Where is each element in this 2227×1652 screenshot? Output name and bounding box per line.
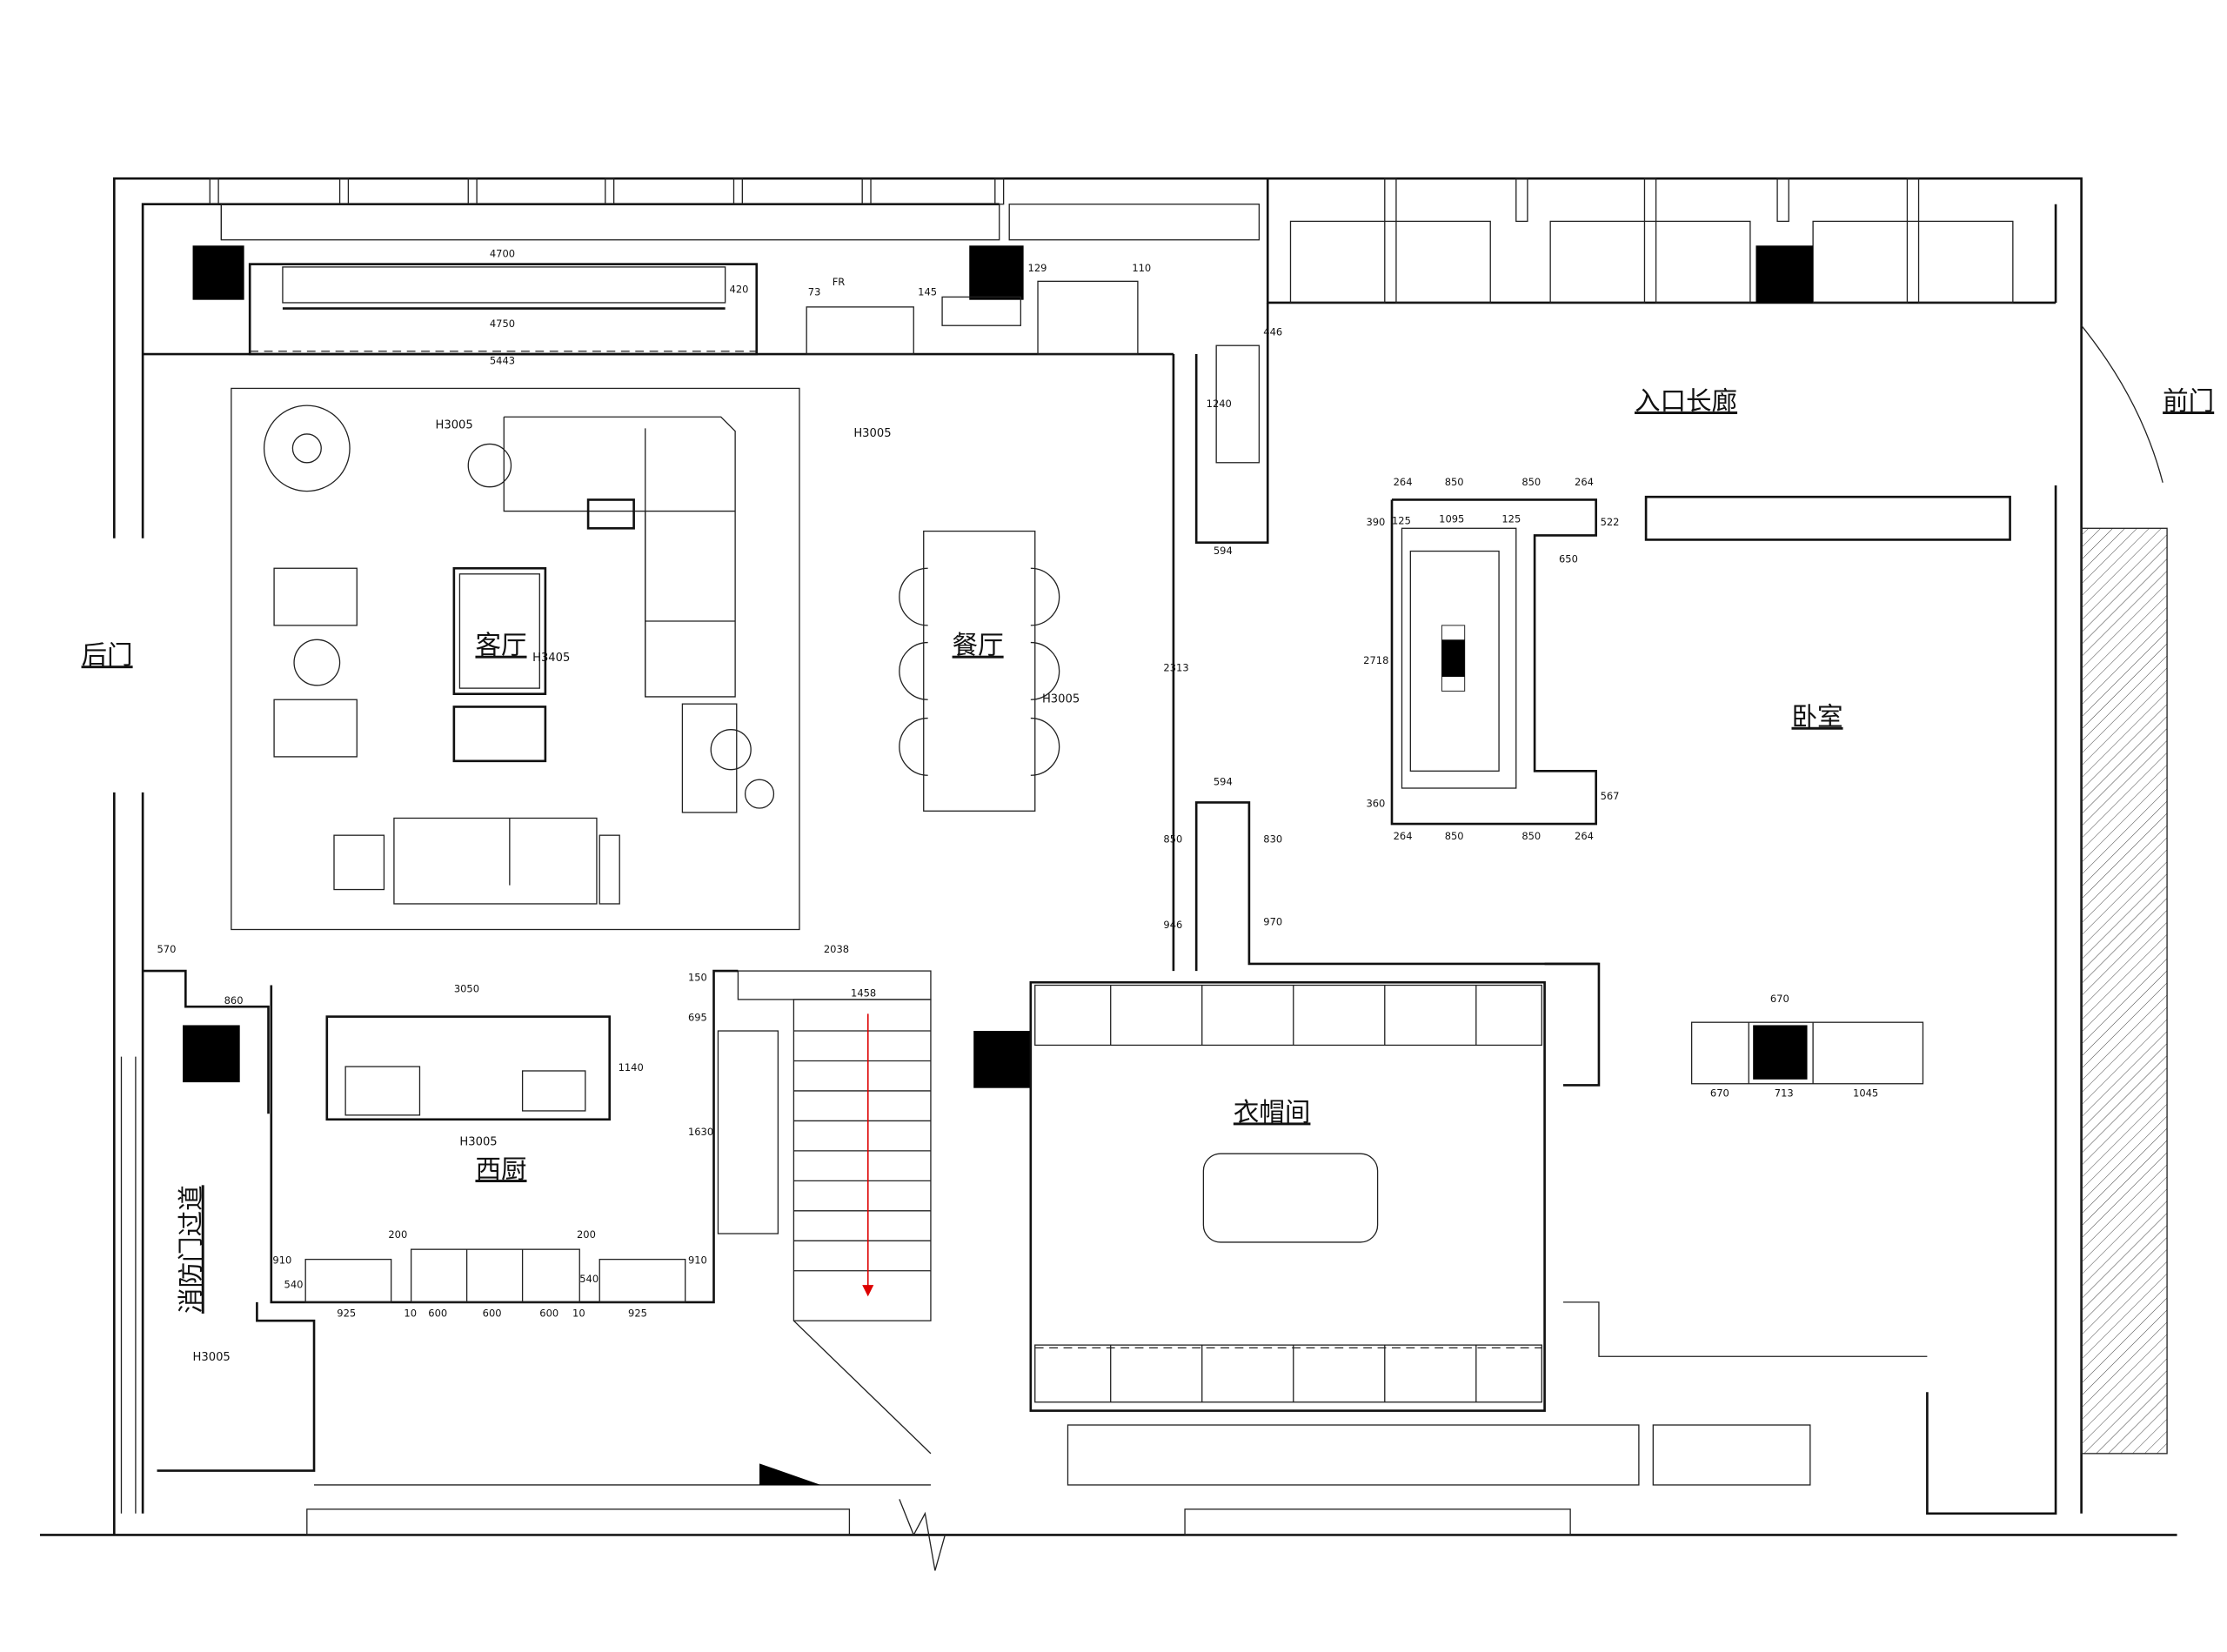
dim: 2313	[1163, 661, 1188, 673]
height-label: H3005	[436, 418, 473, 431]
dim: 264	[1575, 476, 1594, 488]
central-wall	[1172, 302, 1599, 972]
dim: 73	[808, 286, 821, 298]
entry-cabinets	[1266, 177, 2056, 304]
bed	[1390, 495, 2011, 826]
dim: 600	[539, 1307, 558, 1319]
dim: 3050	[454, 983, 479, 995]
dim: 600	[428, 1307, 447, 1319]
dim: 390	[1366, 516, 1385, 528]
dim: 1630	[688, 1126, 713, 1138]
dim: 850	[1521, 830, 1541, 842]
dim: 594	[1214, 545, 1233, 557]
staircase	[737, 970, 932, 1455]
dim: 910	[272, 1254, 291, 1267]
room-label-fire-passage: 消防门过道	[177, 1185, 206, 1314]
height-label: H3005	[459, 1135, 497, 1148]
height-label: H3005	[853, 427, 891, 440]
height-label: H3005	[1042, 693, 1080, 706]
dim: 540	[579, 1273, 599, 1285]
dim: 850	[1163, 833, 1182, 845]
dim: 946	[1163, 919, 1182, 931]
dim: 670	[1710, 1087, 1729, 1100]
front-door-label[interactable]: 前门	[2163, 386, 2214, 416]
dim: 125	[1501, 513, 1521, 525]
dim: 600	[483, 1307, 502, 1319]
dim: 670	[1770, 993, 1789, 1005]
column	[969, 245, 1024, 300]
dim: 1095	[1439, 513, 1464, 525]
dim: 200	[577, 1228, 596, 1241]
dim: 970	[1263, 916, 1282, 928]
living-room-furniture	[231, 387, 800, 931]
column	[973, 1031, 1031, 1088]
dim: 150	[688, 972, 707, 984]
dim: 1458	[851, 987, 876, 1000]
dim: 125	[1392, 514, 1411, 526]
hatched-window-wall	[2080, 527, 2168, 1455]
dim: 129	[1028, 262, 1047, 274]
dim: 360	[1366, 797, 1385, 809]
column	[183, 1025, 240, 1083]
room-label-bedroom: 卧室	[1791, 702, 1842, 732]
dim: 1140	[619, 1061, 644, 1073]
dim: 264	[1575, 830, 1594, 842]
front-door-swing[interactable]	[2081, 324, 2163, 483]
wardrobe-room	[1029, 962, 1928, 1486]
dim: 910	[688, 1254, 707, 1267]
dim: 925	[337, 1307, 356, 1319]
kitchen	[143, 969, 1571, 1536]
dim: 594	[1214, 776, 1233, 788]
exterior-walls	[39, 177, 2177, 1571]
room-label-entry-corridor: 入口长廊	[1635, 386, 1737, 416]
dim: 1240	[1207, 398, 1232, 410]
dim: 650	[1559, 553, 1578, 565]
dim: 10	[572, 1307, 585, 1319]
dining-furniture	[899, 530, 1060, 812]
dim: 695	[688, 1012, 707, 1024]
dim: 925	[628, 1307, 647, 1319]
column	[192, 245, 244, 300]
dim: 522	[1601, 516, 1620, 528]
dim: 540	[284, 1278, 304, 1290]
fridge-label: FR	[833, 276, 846, 288]
dim: 110	[1132, 262, 1151, 274]
dim: 264	[1394, 476, 1413, 488]
dim: 5443	[490, 355, 515, 367]
dim: 850	[1445, 476, 1464, 488]
top-left-cabinet	[143, 263, 1174, 356]
dim: 4750	[490, 318, 515, 330]
dim: 420	[730, 283, 749, 295]
height-label: H3005	[193, 1351, 231, 1364]
room-label-kitchen: 西厨	[475, 1154, 526, 1184]
bedroom-island	[1690, 1021, 1924, 1085]
dim: 145	[918, 286, 937, 298]
room-label-dining: 餐厅	[953, 631, 1004, 660]
dim: 850	[1521, 476, 1541, 488]
dim: 4700	[490, 247, 515, 259]
room-label-wardrobe: 衣帽间	[1234, 1097, 1311, 1127]
dim: 713	[1775, 1087, 1794, 1100]
dim: 850	[1445, 830, 1464, 842]
dim: 200	[388, 1228, 407, 1241]
dim: 264	[1394, 830, 1413, 842]
dim: 860	[224, 994, 244, 1007]
dim: 446	[1263, 326, 1282, 338]
dim: 1045	[1853, 1087, 1878, 1100]
height-label: H3405	[532, 652, 570, 665]
wall-posts	[209, 177, 1005, 205]
dim: 2038	[824, 943, 849, 955]
dim: 567	[1601, 790, 1620, 802]
dim: 570	[157, 943, 177, 955]
dim: 10	[404, 1307, 417, 1319]
dim: 2718	[1363, 654, 1388, 666]
back-door-label[interactable]: 后门	[82, 640, 133, 670]
room-label-living: 客厅	[475, 631, 526, 660]
dim: 830	[1263, 833, 1282, 845]
